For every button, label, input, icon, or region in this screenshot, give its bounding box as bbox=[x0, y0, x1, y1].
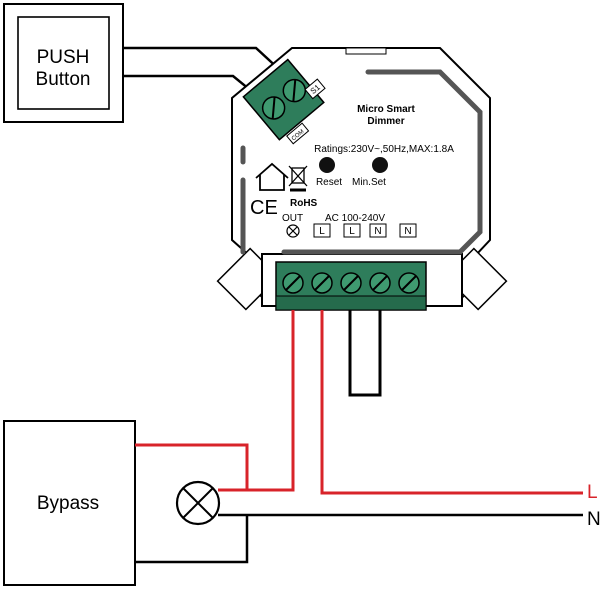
bypass-label: Bypass bbox=[37, 493, 99, 514]
neutral-jumper-loop bbox=[348, 310, 382, 397]
live-wires bbox=[135, 310, 583, 495]
push-button-label-line1: PUSH bbox=[37, 47, 90, 68]
top-terminal-block: S1 COM bbox=[242, 58, 326, 145]
push-button-box: PUSH Button bbox=[3, 3, 124, 123]
ac-voltage-label: AC 100-240V bbox=[325, 213, 385, 224]
minset-button[interactable] bbox=[372, 157, 388, 173]
ce-mark: CE bbox=[250, 197, 278, 219]
terminal-label-4: N bbox=[404, 226, 411, 237]
lamp-symbol-icon bbox=[286, 224, 300, 238]
bypass-box: Bypass bbox=[3, 420, 136, 586]
neutral-line-label: N bbox=[587, 509, 601, 530]
neutral-wires bbox=[135, 513, 583, 564]
terminal-label-3: N bbox=[374, 226, 381, 237]
terminal-screws bbox=[282, 272, 420, 294]
terminal-labels: L L N N bbox=[313, 223, 417, 238]
terminal-label-1: L bbox=[319, 226, 325, 237]
push-button-label-line2: Button bbox=[36, 69, 91, 90]
terminal-label-2: L bbox=[349, 226, 355, 237]
device-ratings: Ratings:230V~,50Hz,MAX:1.8A bbox=[314, 144, 454, 155]
weee-bin-icon bbox=[288, 165, 308, 192]
rohs-mark: RoHS bbox=[290, 198, 318, 209]
device-title-line2: Dimmer bbox=[367, 116, 404, 127]
reset-button[interactable] bbox=[319, 157, 335, 173]
live-line-label: L bbox=[587, 482, 598, 503]
out-label: OUT bbox=[282, 213, 303, 224]
device-title-line1: Micro Smart bbox=[357, 104, 415, 115]
indoor-use-icon bbox=[255, 162, 289, 191]
bottom-terminal-block bbox=[275, 261, 427, 311]
load-lamp-icon bbox=[175, 480, 221, 526]
minset-label: Min.Set bbox=[352, 177, 386, 188]
reset-label: Reset bbox=[316, 177, 342, 188]
